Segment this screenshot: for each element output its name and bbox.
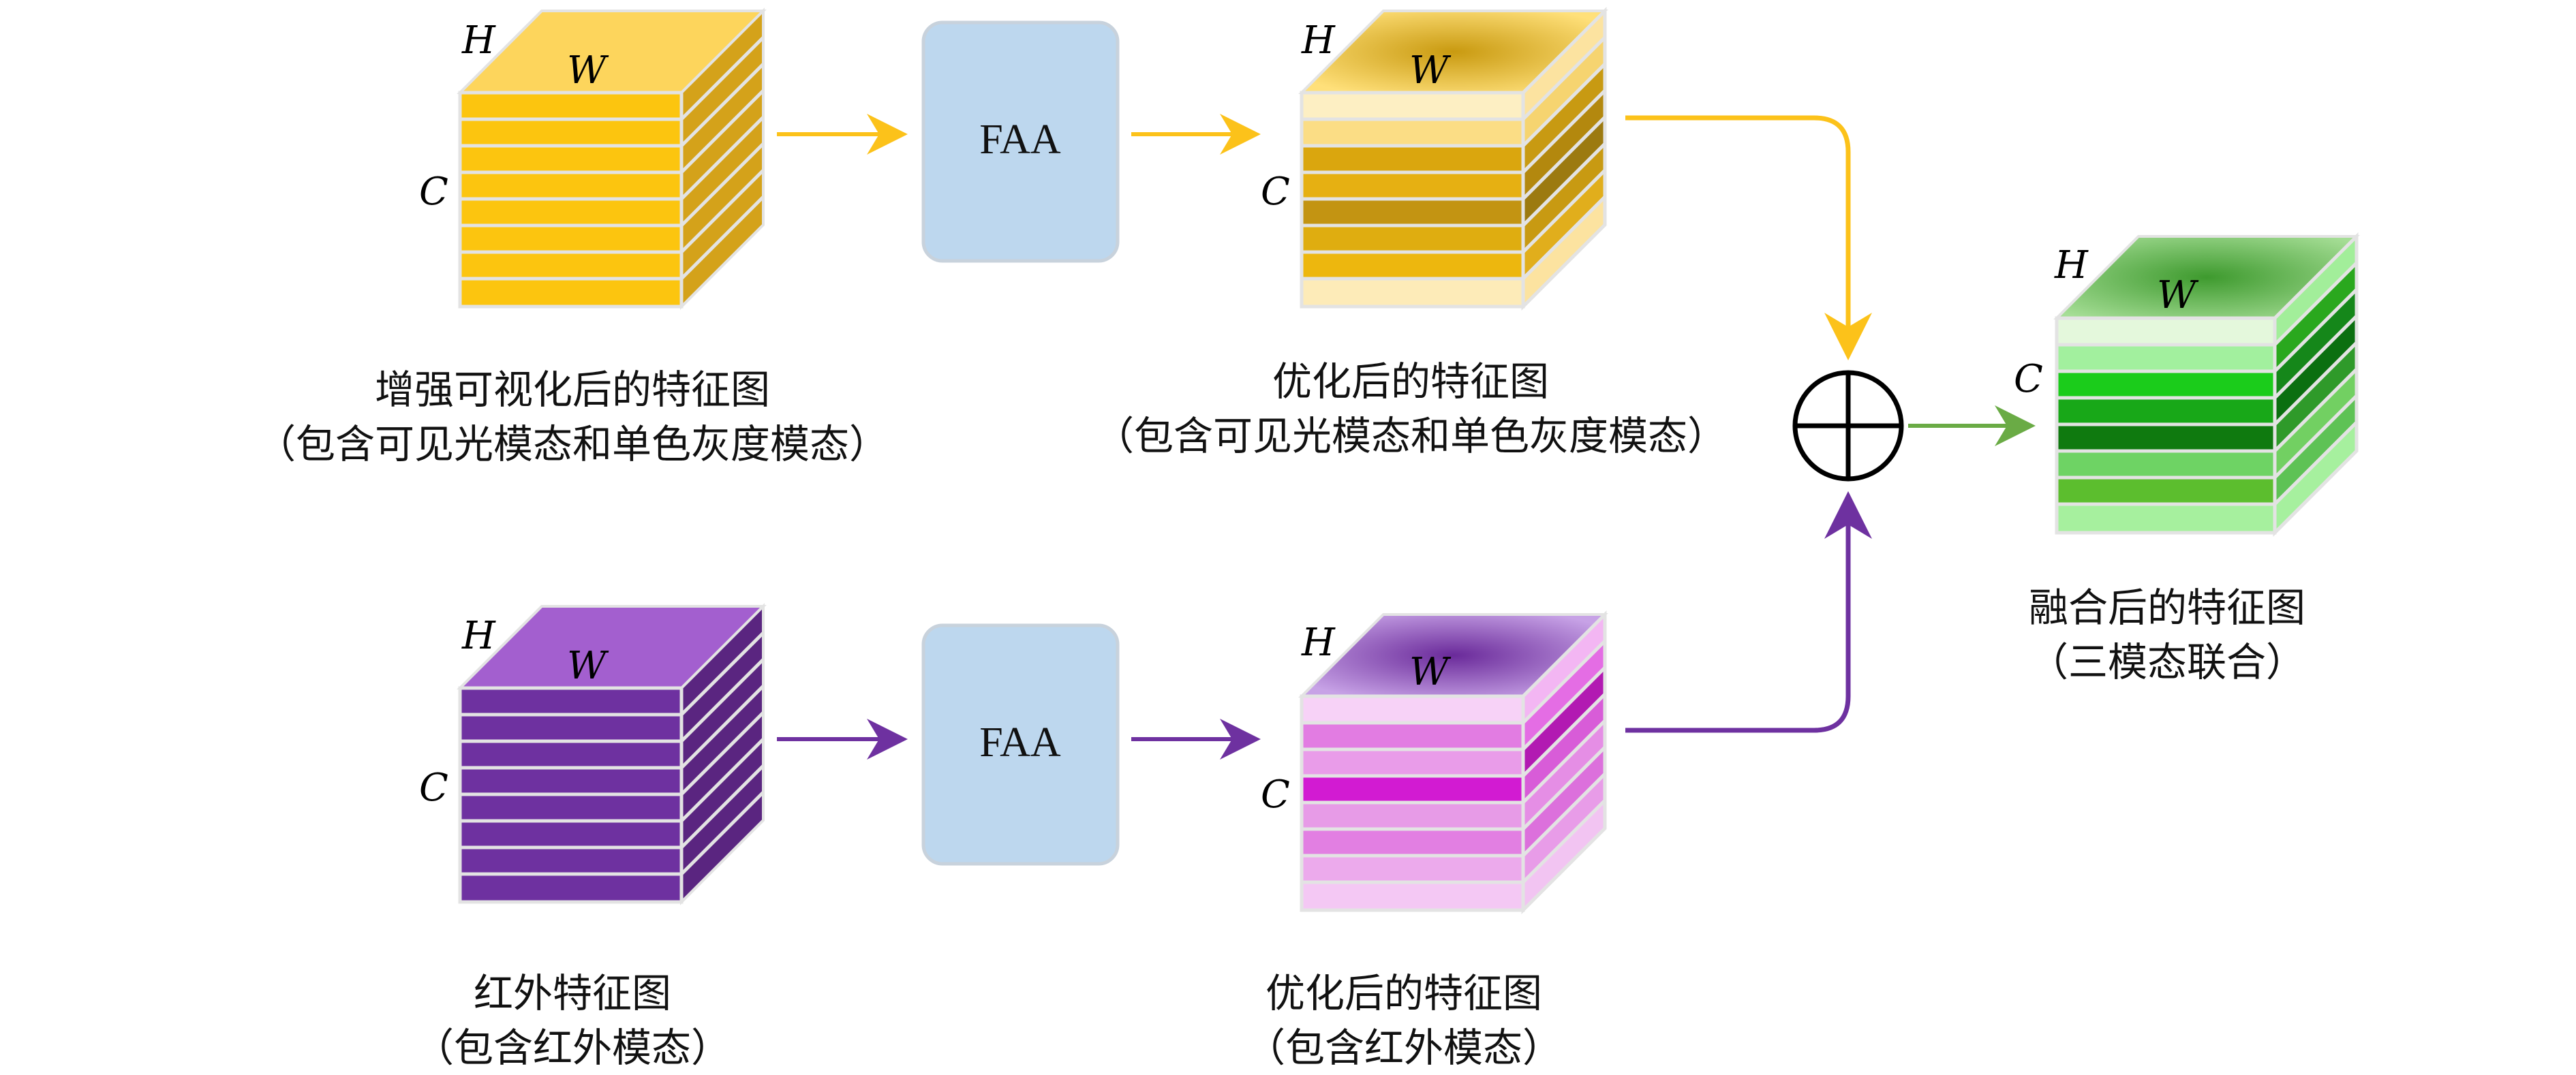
caption-optimized-top: 优化后的特征图 （包含可见光模态和单色灰度模态） xyxy=(1094,358,1727,459)
width-label: W xyxy=(1409,650,1452,694)
faa-label: FAA xyxy=(979,719,1061,766)
channel-label: C xyxy=(419,766,448,810)
caption-line2: （包含可见光模态和单色灰度模态） xyxy=(1094,413,1727,459)
faa-label: FAA xyxy=(979,116,1061,163)
arrow-optimized-top-to-fusion xyxy=(1625,115,1872,360)
channel-label: C xyxy=(419,170,448,214)
cube-side-stripes xyxy=(680,632,765,875)
infrared-feature-cube: H W C xyxy=(419,603,767,905)
cube-front-stripes xyxy=(1300,694,1525,912)
cube-front-stripes xyxy=(2055,316,2277,535)
faa-module-bottom: FAA xyxy=(921,623,1120,866)
cube-side-stripes xyxy=(680,36,765,280)
width-label: W xyxy=(1409,48,1452,93)
enhanced-feature-cube: H W C xyxy=(419,7,767,310)
channel-label: C xyxy=(1261,773,1290,817)
caption-line1: 融合后的特征图 xyxy=(2029,585,2305,631)
faa-module-top: FAA xyxy=(921,20,1120,263)
width-label: W xyxy=(2157,273,2199,317)
cube-front-stripes xyxy=(458,91,684,309)
width-label: W xyxy=(567,644,609,688)
channel-label: C xyxy=(2014,357,2043,401)
cube-front-stripes xyxy=(458,686,684,904)
caption-enhanced: 增强可视化后的特征图 （包含可见光模态和单色灰度模态） xyxy=(256,367,889,467)
caption-optimized-bottom: 优化后的特征图 （包含红外模态） xyxy=(1246,970,1562,1071)
optimized-infrared-cube: H W C xyxy=(1261,610,1608,915)
caption-line1: 增强可视化后的特征图 xyxy=(375,367,770,413)
width-label: W xyxy=(567,48,609,93)
element-wise-sum-icon xyxy=(1792,370,1904,482)
caption-fused: 融合后的特征图 （三模态联合） xyxy=(2029,585,2305,685)
channel-label: C xyxy=(1261,170,1290,214)
optimized-visible-cube: H W C xyxy=(1261,6,1608,311)
arrows xyxy=(777,114,2036,760)
height-label: H xyxy=(461,614,496,658)
cube-front-stripes xyxy=(1300,91,1525,309)
cube-side-stripes xyxy=(1521,610,1607,915)
fused-feature-cube: H W C xyxy=(2014,232,2360,538)
caption-line2: （包含可见光模态和单色灰度模态） xyxy=(256,421,889,467)
caption-line2: （包含红外模态） xyxy=(1246,1025,1562,1071)
cube-side-stripes xyxy=(1521,6,1607,311)
caption-line1: 优化后的特征图 xyxy=(1272,358,1549,405)
caption-infrared: 红外特征图 （包含红外模态） xyxy=(414,970,731,1071)
height-label: H xyxy=(461,18,496,63)
caption-line1: 优化后的特征图 xyxy=(1266,970,1542,1016)
height-label: H xyxy=(1301,18,1336,63)
height-label: H xyxy=(1301,621,1336,665)
caption-line1: 红外特征图 xyxy=(474,970,671,1016)
arrow-optimized-bottom-to-fusion xyxy=(1625,491,1872,733)
caption-line2: （三模态联合） xyxy=(2029,639,2305,685)
caption-line2: （包含红外模态） xyxy=(414,1025,731,1071)
height-label: H xyxy=(2054,243,2089,287)
